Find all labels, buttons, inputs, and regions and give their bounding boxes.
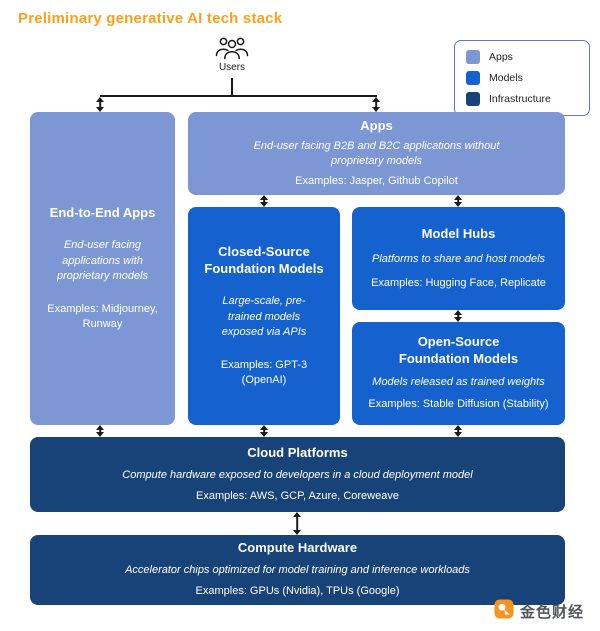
box-model-hubs: Model Hubs Platforms to share and host m… xyxy=(352,207,565,310)
arrow-users-to-end-to-end xyxy=(95,97,105,112)
page-title: Preliminary generative AI tech stack xyxy=(18,10,283,27)
arrow-open-source-to-cloud xyxy=(453,425,463,437)
box-model-hubs-examples: Examples: Hugging Face, Replicate xyxy=(371,276,546,289)
arrow-model-hubs-to-open-source xyxy=(453,310,463,322)
arrow-closed-source-to-cloud xyxy=(259,425,269,437)
box-compute-description: Accelerator chips optimized for model tr… xyxy=(125,564,470,577)
box-compute-examples: Examples: GPUs (Nvidia), TPUs (Google) xyxy=(195,585,400,598)
box-closed-source-examples: Examples: GPT-3 (OpenAI) xyxy=(220,358,308,386)
users-connector-horizontal xyxy=(100,95,377,97)
legend-label-apps: Apps xyxy=(489,51,513,63)
legend-swatch-infrastructure xyxy=(466,92,480,106)
arrow-end-to-end-to-cloud xyxy=(95,425,105,437)
users-icon xyxy=(202,34,262,61)
users-label: Users xyxy=(218,62,246,73)
box-open-source-examples: Examples: Stable Diffusion (Stability) xyxy=(368,398,549,411)
box-apps-description: End-user facing B2B and B2C applications… xyxy=(253,139,500,168)
legend-item-infrastructure: Infrastructure xyxy=(466,92,578,106)
box-apps: Apps End-user facing B2B and B2C applica… xyxy=(188,112,565,195)
arrow-users-to-apps xyxy=(371,97,381,112)
box-end-to-end-examples: Examples: Midjourney, Runway xyxy=(47,302,158,331)
box-open-source-foundation-models: Open-Source Foundation Models Models rel… xyxy=(352,322,565,425)
box-cloud-description: Compute hardware exposed to developers i… xyxy=(122,468,473,481)
watermark: 金色财经 xyxy=(494,599,584,624)
box-apps-title: Apps xyxy=(360,117,393,133)
box-cloud-title: Cloud Platforms xyxy=(247,444,348,460)
legend: Apps Models Infrastructure xyxy=(454,40,590,116)
box-open-source-title: Open-Source Foundation Models xyxy=(398,334,519,367)
box-compute-title: Compute Hardware xyxy=(237,540,358,556)
box-end-to-end-description: End-user facing applications with propri… xyxy=(56,239,149,283)
legend-label-models: Models xyxy=(489,72,523,84)
arrow-apps-to-model-hubs xyxy=(453,195,463,207)
jinse-finance-logo-icon xyxy=(494,599,514,624)
box-apps-examples: Examples: Jasper, Github Copilot xyxy=(295,174,458,187)
box-open-source-description: Models released as trained weights xyxy=(372,376,545,388)
box-closed-source-title: Closed-Source Foundation Models xyxy=(204,243,324,276)
legend-swatch-apps xyxy=(466,50,480,64)
box-closed-source-foundation-models: Closed-Source Foundation Models Large-sc… xyxy=(188,207,340,425)
box-cloud-platforms: Cloud Platforms Compute hardware exposed… xyxy=(30,437,565,512)
users-connector-stub xyxy=(231,78,233,96)
box-compute-hardware: Compute Hardware Accelerator chips optim… xyxy=(30,535,565,605)
legend-item-models: Models xyxy=(466,71,578,85)
arrow-apps-to-closed-source xyxy=(259,195,269,207)
box-model-hubs-title: Model Hubs xyxy=(421,225,496,241)
arrow-cloud-to-compute xyxy=(292,512,302,535)
box-model-hubs-description: Platforms to share and host models xyxy=(371,252,546,265)
legend-item-apps: Apps xyxy=(466,50,578,64)
users-node: Users xyxy=(202,34,262,73)
box-end-to-end-title: End-to-End Apps xyxy=(49,204,156,220)
box-end-to-end-apps: End-to-End Apps End-user facing applicat… xyxy=(30,112,175,425)
watermark-text: 金色财经 xyxy=(519,604,584,621)
legend-swatch-models xyxy=(466,71,480,85)
legend-label-infrastructure: Infrastructure xyxy=(489,93,551,105)
box-closed-source-description: Large-scale, pre-trained models exposed … xyxy=(221,295,307,339)
box-cloud-examples: Examples: AWS, GCP, Azure, Coreweave xyxy=(196,489,399,502)
